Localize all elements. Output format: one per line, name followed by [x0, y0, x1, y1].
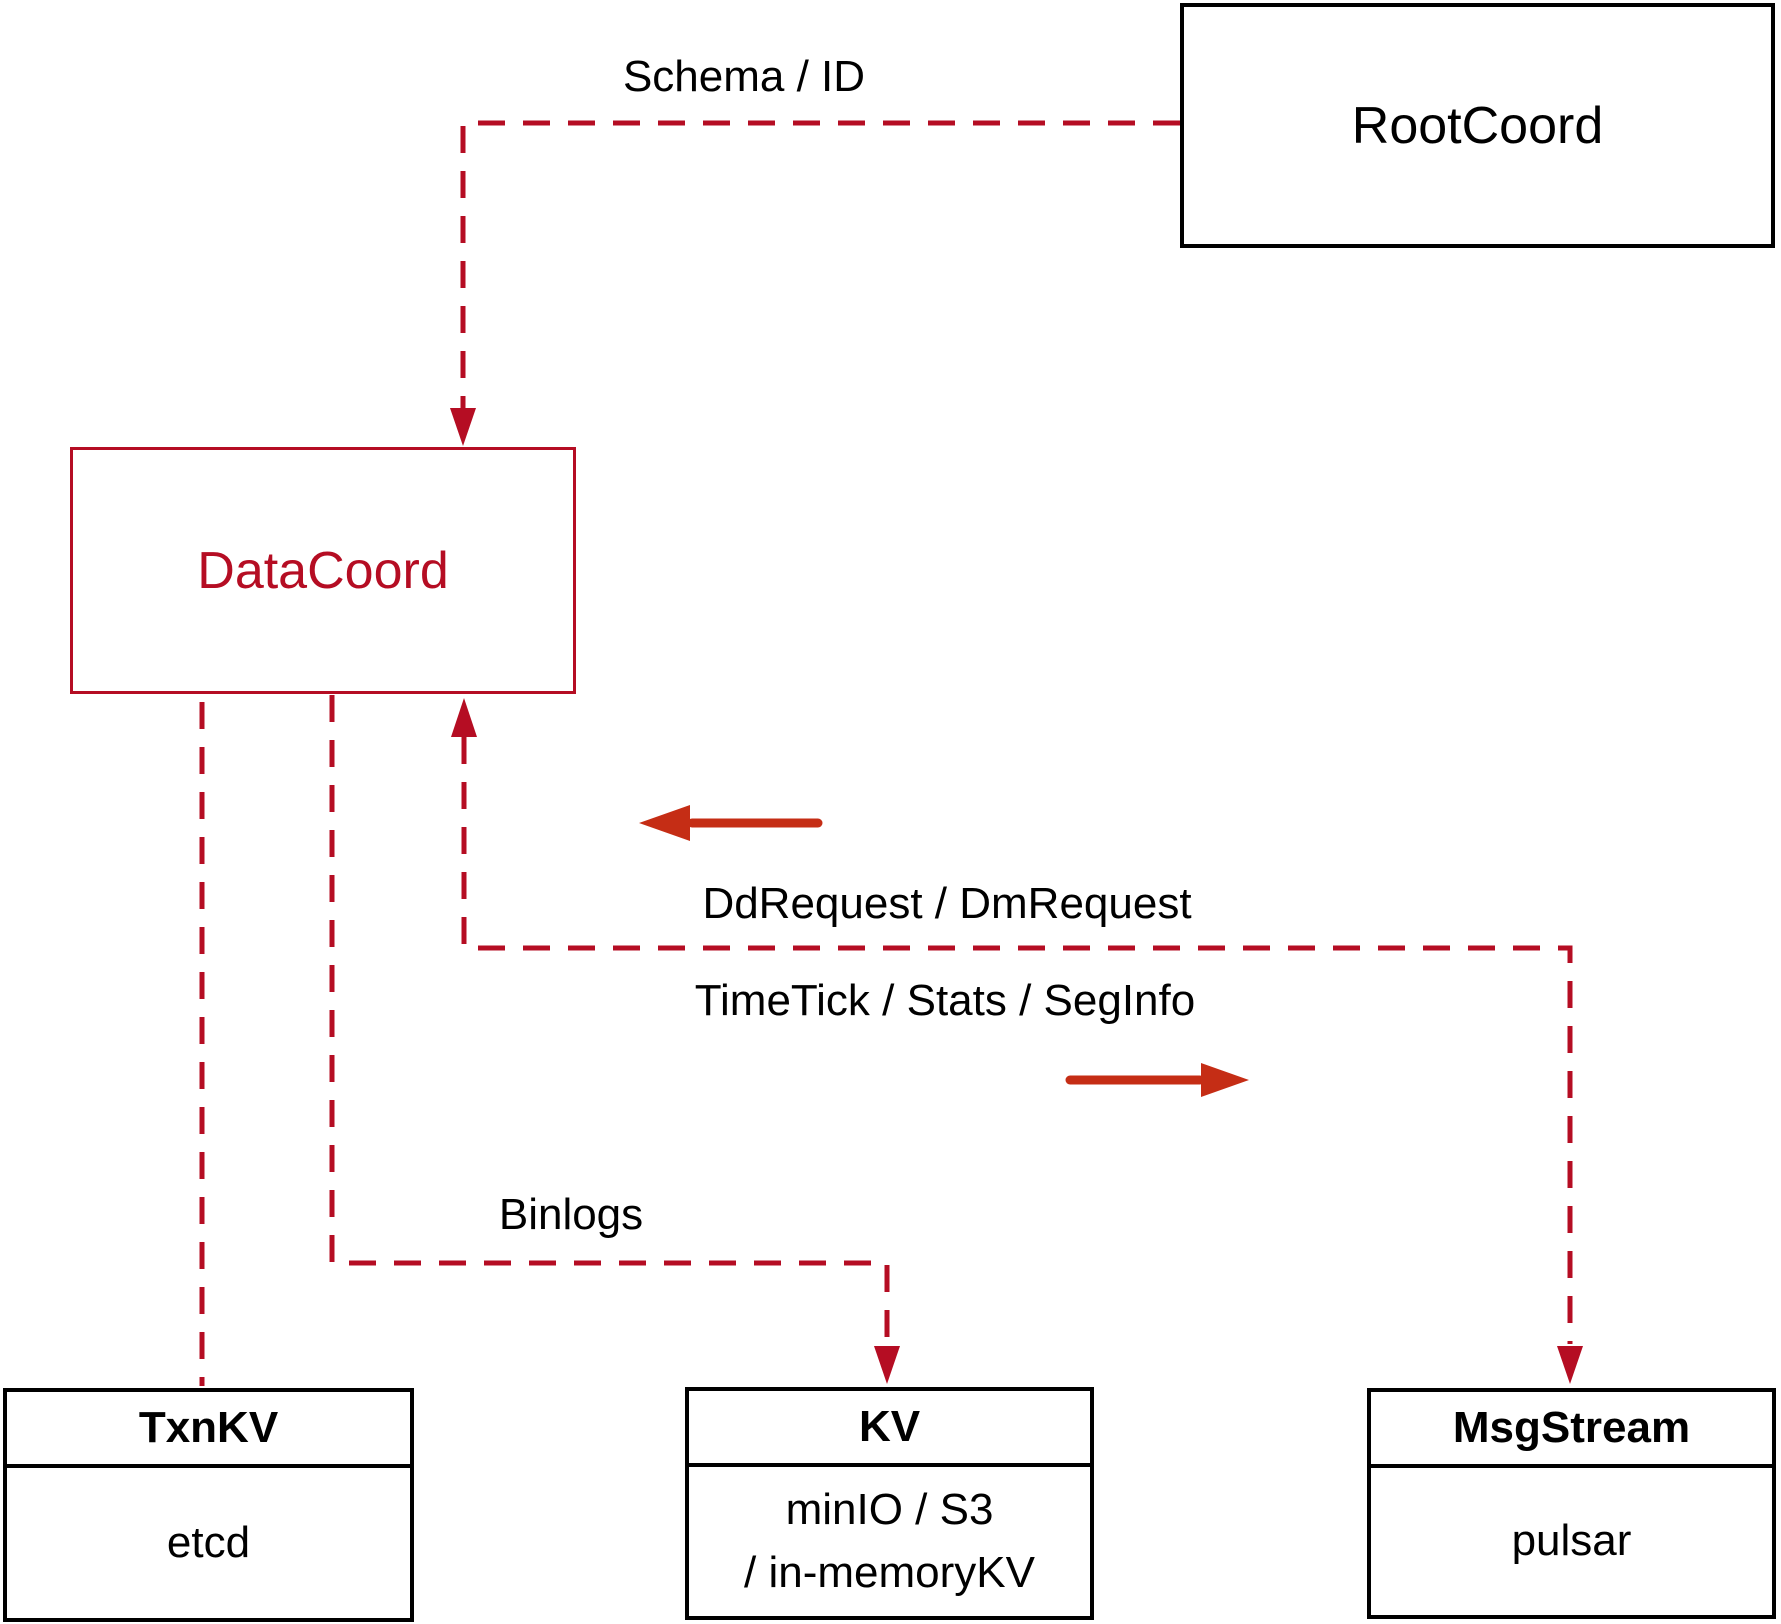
schema-id-connector [460, 120, 1180, 408]
ddrequest-edge-label: DdRequest / DmRequest [702, 879, 1192, 928]
kv-body-line2: / in-memoryKV [744, 1547, 1035, 1597]
kv-body: minIO / S3 / in-memoryKV [689, 1467, 1090, 1616]
datacoord-label: DataCoord [197, 541, 449, 600]
msgstream-body: pulsar [1371, 1468, 1772, 1615]
timetick-edge-label: TimeTick / Stats / SegInfo [694, 976, 1196, 1025]
msgstream-body-text: pulsar [1511, 1516, 1632, 1566]
into-datacoord-arrowhead-icon [451, 698, 477, 737]
kv-header: KV [689, 1391, 1090, 1467]
rootcoord-label: RootCoord [1351, 96, 1604, 155]
into-msgstream-arrowhead-icon [1557, 1346, 1583, 1384]
txnkv-header: TxnKV [7, 1392, 410, 1468]
msgstream-node: MsgStream pulsar [1367, 1388, 1776, 1619]
right-direction-arrow-icon [1201, 1063, 1249, 1097]
binlogs-connector [329, 695, 890, 1344]
msgstream-header: MsgStream [1371, 1392, 1772, 1468]
binlogs-edge-label: Binlogs [498, 1190, 644, 1239]
kv-body-line1: minIO / S3 [785, 1485, 994, 1535]
rootcoord-node: RootCoord [1180, 3, 1775, 248]
datacoord-msgstream-connector [461, 737, 1573, 1344]
txnkv-body: etcd [7, 1468, 410, 1618]
txnkv-body-text: etcd [166, 1517, 251, 1567]
schema-id-edge-label: Schema / ID [622, 52, 866, 101]
left-direction-arrow-icon [639, 805, 690, 841]
datacoord-node: DataCoord [70, 447, 576, 694]
into-kv-arrowhead-icon [874, 1346, 900, 1384]
schema-id-arrowhead-icon [450, 408, 476, 446]
kv-node: KV minIO / S3 / in-memoryKV [685, 1387, 1094, 1620]
txnkv-node: TxnKV etcd [3, 1388, 414, 1622]
